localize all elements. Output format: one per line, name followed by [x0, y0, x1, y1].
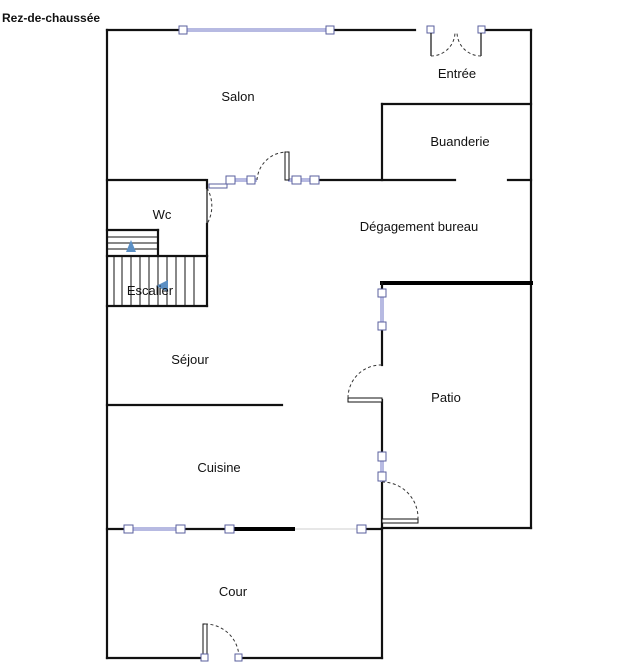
entry-double-door: [426, 25, 486, 57]
room-label-wc: Wc: [153, 207, 172, 222]
window-cuisine: [123, 524, 367, 534]
patio-door-lower: [381, 481, 419, 524]
plan-title: Rez-de-chaussée: [2, 11, 100, 25]
cour-door: [200, 623, 243, 662]
window-salon-top: [178, 25, 335, 35]
window-salon-bottom: [208, 175, 320, 189]
stair-arrow-left-icon: [156, 280, 168, 292]
room-label-cour: Cour: [219, 584, 248, 599]
room-label-cuisine: Cuisine: [197, 460, 240, 475]
interior-walls: [105, 102, 533, 531]
room-label-entree: Entrée: [438, 66, 476, 81]
salon-door: [256, 151, 290, 181]
room-label-buanderie: Buanderie: [430, 134, 489, 149]
room-label-sejour: Séjour: [171, 352, 209, 367]
room-label-degagement-bureau: Dégagement bureau: [360, 219, 479, 234]
stair-arrow-up-icon: [126, 240, 136, 252]
window-patio-lower: [377, 451, 387, 482]
room-label-patio: Patio: [431, 390, 461, 405]
outer-walls: [105, 28, 533, 660]
patio-door-upper: [347, 364, 383, 403]
room-label-salon: Salon: [221, 89, 254, 104]
wc-door: [206, 187, 213, 225]
window-patio-upper: [377, 288, 387, 331]
staircase: [105, 228, 195, 306]
room-label-escalier: Escalier: [127, 283, 174, 298]
